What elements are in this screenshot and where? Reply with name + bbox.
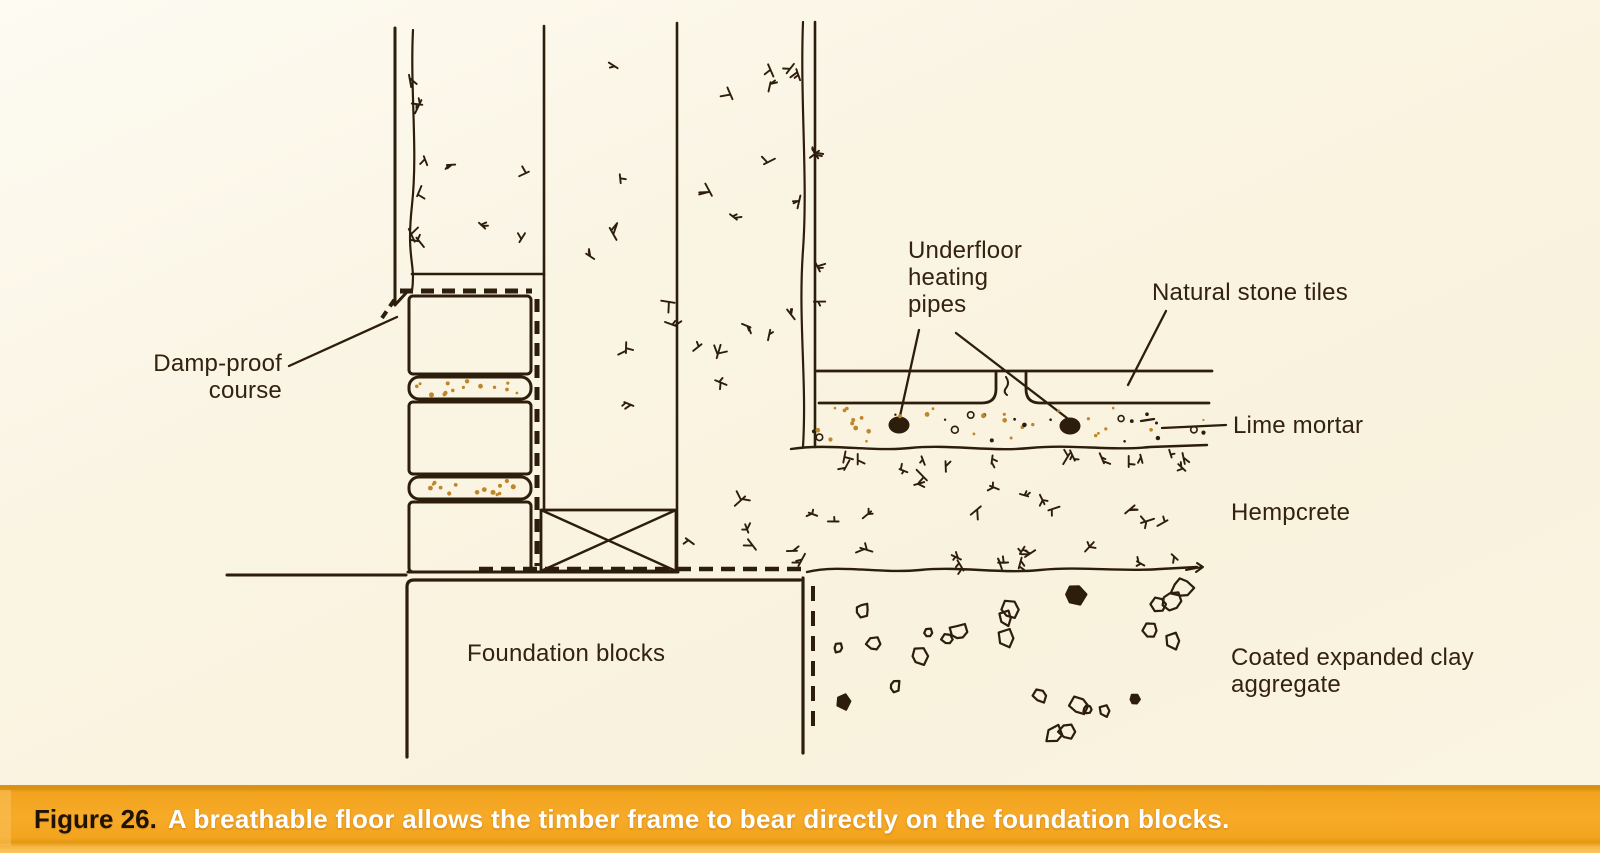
damp-proof-course-dashed-line (380, 288, 804, 572)
plinth-block-stack (406, 294, 680, 574)
label-hempcrete: Hempcrete (1231, 499, 1351, 526)
leader-heating-pipe-left (898, 328, 921, 418)
figure-caption-bar: Figure 26. A breathable floor allows the… (0, 785, 1600, 853)
leader-natural-stone-tiles (1126, 309, 1168, 387)
mortar-underside-hatch (842, 448, 1191, 469)
mortar-joint-band (407, 375, 533, 401)
left-tile-bottom-line (817, 371, 998, 405)
cladding-scribble-marks (407, 73, 429, 248)
hempcrete-aggregate-boundary (805, 562, 1204, 574)
heating-pipes (888, 416, 1081, 435)
figure-caption-text: A breathable floor allows the timber fra… (167, 803, 1230, 834)
label-lime-mortar: Lime mortar (1233, 412, 1364, 439)
mortar-joint-band (407, 475, 533, 501)
interior-face-scribble-line (800, 20, 806, 449)
timber-frame-wall-lines (393, 20, 817, 573)
right-tile-bottom-line (1024, 371, 1211, 405)
leader-damp-proof-course (287, 315, 399, 368)
tile-joint-mark (1003, 376, 1009, 396)
foundation-edges (405, 576, 805, 759)
heating-pipe-dot-left (888, 416, 910, 434)
figure-number: Figure 26. (34, 803, 157, 834)
lime-mortar-bottom-boundary (789, 443, 1209, 451)
label-underfloor-heating-pipes: Underfloor heating pipes (908, 237, 1023, 318)
label-natural-stone-tiles: Natural stone tiles (1152, 279, 1348, 306)
cavity-hempcrete-marks-2 (692, 63, 778, 391)
clay-aggregate-pebbles (833, 577, 1196, 743)
leader-lime-mortar (1139, 417, 1228, 430)
mortar-band-stipple-2 (428, 478, 516, 497)
sole-plate-cross (539, 508, 678, 573)
boundary-arrow-tip (1185, 562, 1204, 573)
inner-face-marks (782, 62, 827, 321)
aggregate-top-hatch (855, 541, 1179, 571)
label-damp-proof-course: Damp-proof course (153, 350, 282, 404)
label-coated-expanded-clay-aggregate: Coated expanded clay aggregate (1231, 644, 1474, 698)
plinth-block (407, 500, 533, 574)
plinth-block (407, 294, 533, 376)
heating-pipe-dot-right (1059, 417, 1081, 435)
foundation-block-outline (225, 573, 815, 759)
leader-heating-pipe-right (954, 331, 1069, 420)
cavity-hempcrete-marks-1 (585, 61, 683, 410)
label-foundation-blocks: Foundation blocks (467, 640, 666, 667)
construction-detail-drawing (225, 20, 1228, 759)
exterior-cladding-scribble-line (408, 28, 416, 293)
mortar-band-stipple-1 (415, 379, 519, 398)
lime-mortar-stipple (811, 406, 1206, 443)
plinth-block (407, 400, 533, 476)
leader-lines (287, 309, 1228, 430)
left-panel-marks (444, 163, 530, 244)
exterior-cladding-outer-line (393, 26, 409, 307)
hand-drawn-textures (407, 61, 1206, 743)
stone-tile-lines (815, 369, 1214, 405)
floor-hempcrete-marks (682, 448, 1187, 575)
